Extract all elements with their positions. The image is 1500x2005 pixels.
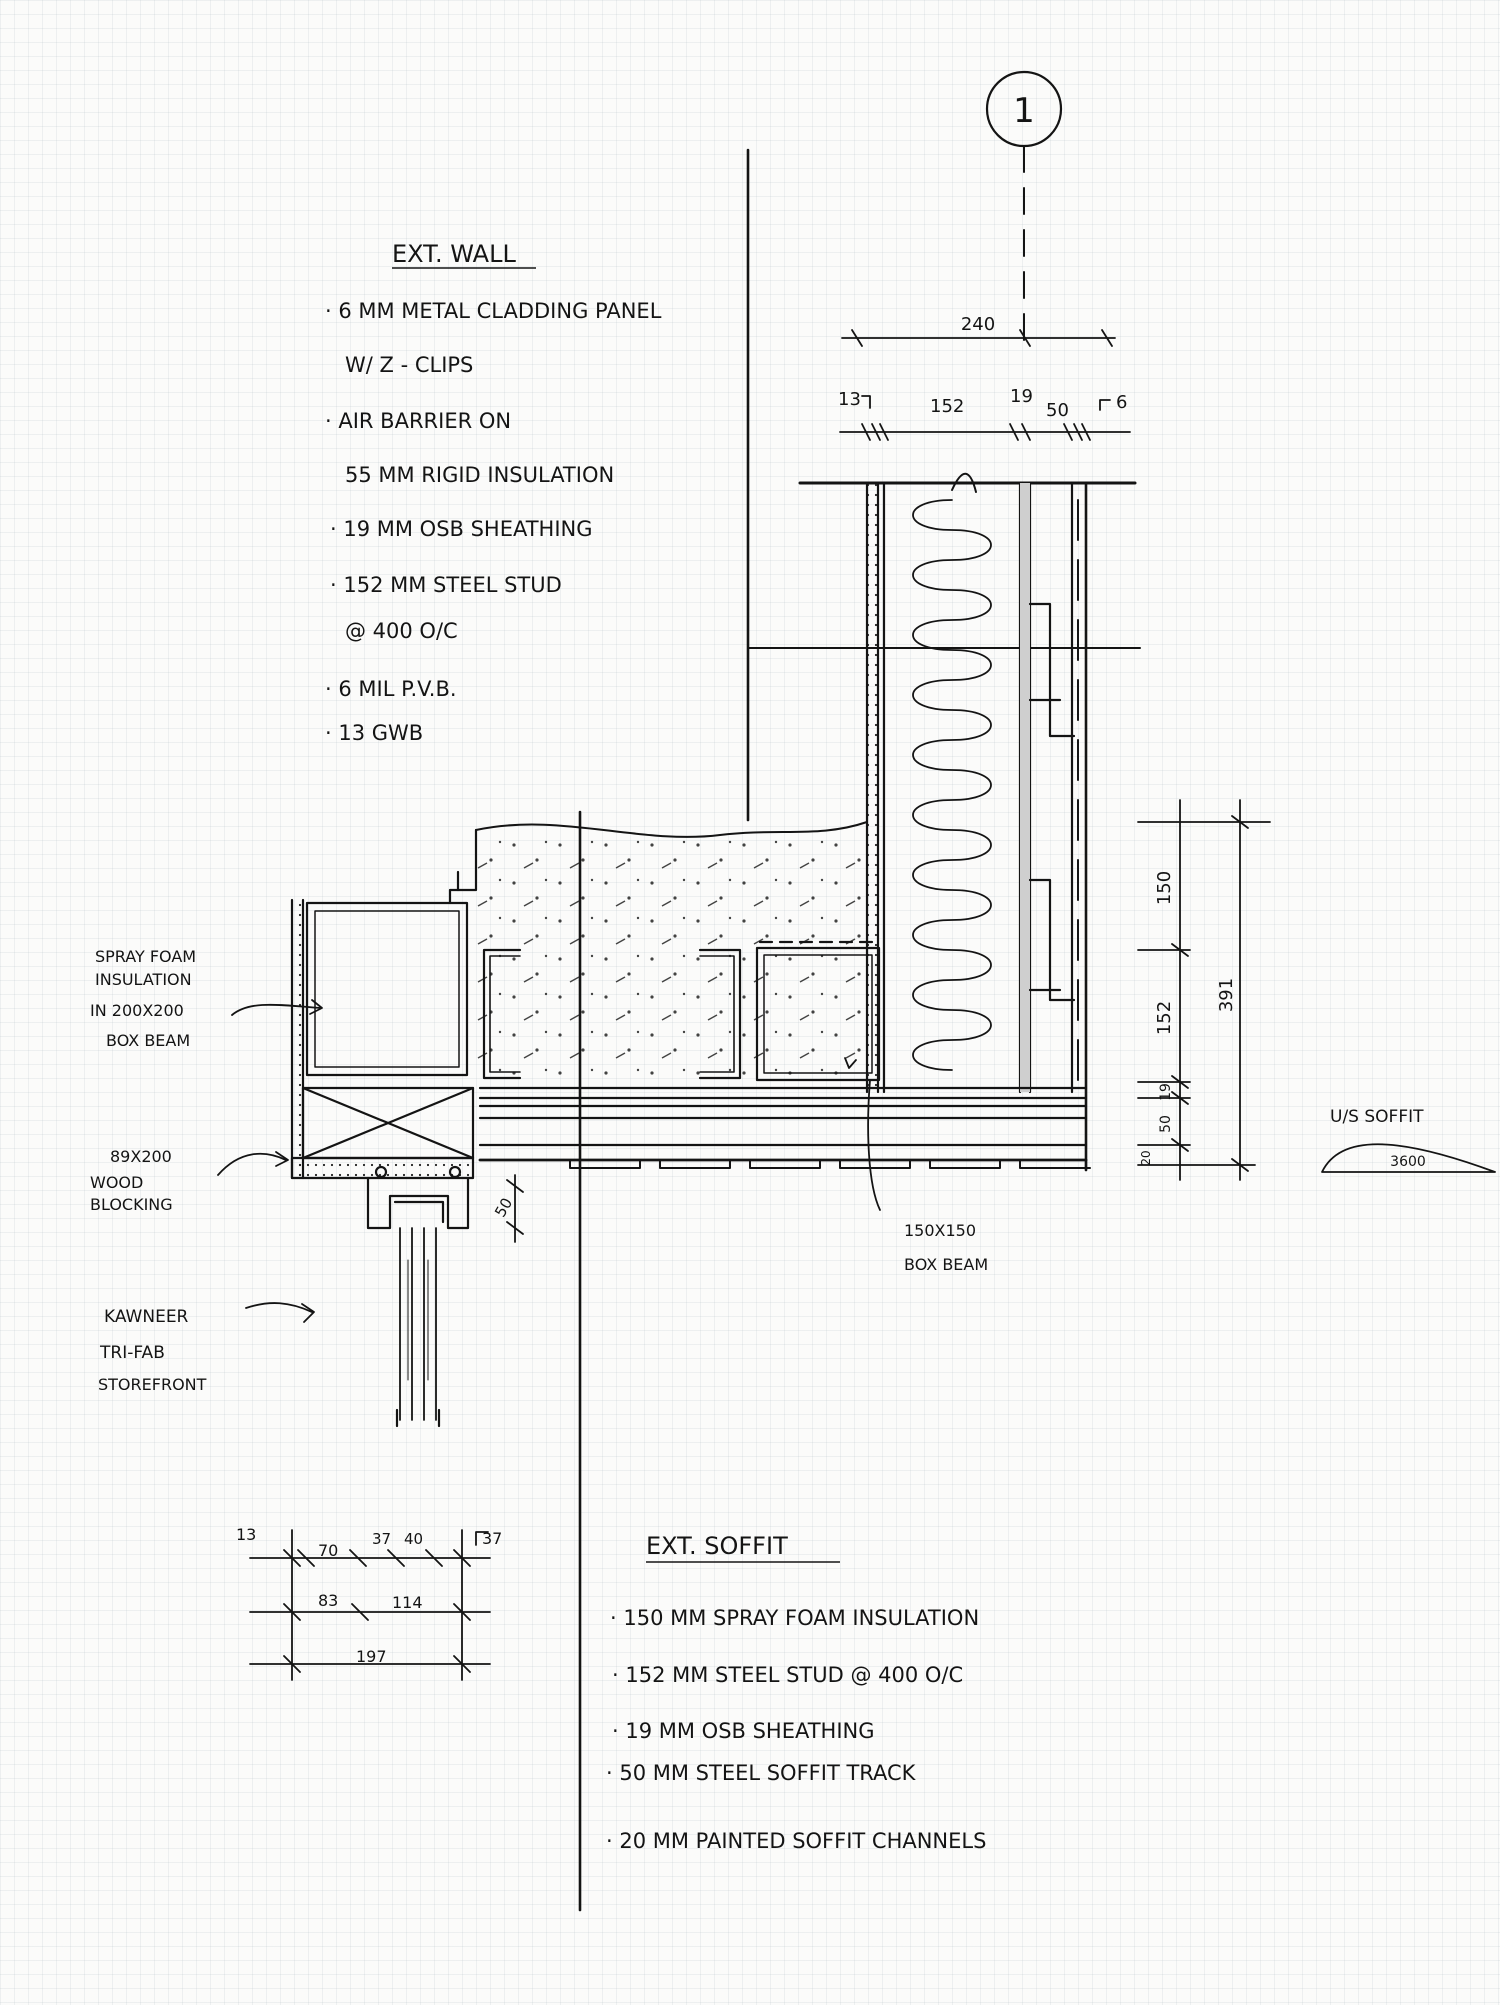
dim-wall-osb: 19 xyxy=(1010,386,1033,407)
ext-wall-note-4: 55 MM RIGID INSULATION xyxy=(345,463,614,487)
callout-box-beam-line-1: 150X150 xyxy=(904,1221,976,1240)
sf-dim-37a: 37 xyxy=(372,1530,391,1548)
ext-soffit-note-4: · 50 MM STEEL SOFFIT TRACK xyxy=(606,1761,917,1785)
sf-dim-37b: 37 xyxy=(482,1529,502,1548)
dim-v-overall: 391 xyxy=(1216,978,1237,1012)
sf-dim-197: 197 xyxy=(356,1647,387,1666)
soffit-tag-elevation: 3600 xyxy=(1390,1154,1426,1170)
callout-blocking-line-1: 89X200 xyxy=(110,1147,172,1166)
ext-soffit-note-1: · 150 MM SPRAY FOAM INSULATION xyxy=(610,1606,979,1630)
callout-storefront-line-2: TRI-FAB xyxy=(99,1343,165,1363)
dim-wall-insulation: 50 xyxy=(1046,400,1069,421)
ext-wall-note-7: @ 400 O/C xyxy=(345,619,458,643)
ext-wall-note-2: W/ Z - CLIPS xyxy=(345,353,473,377)
dim-wall-gwb: 13 xyxy=(838,389,861,410)
dim-wall-cladding: 6 xyxy=(1116,392,1127,413)
dim-frame-50: 50 xyxy=(491,1195,516,1221)
ext-wall-note-9: · 13 GWB xyxy=(325,721,423,745)
ext-wall-note-8: · 6 MIL P.V.B. xyxy=(325,677,457,701)
grid-line-label: 1 xyxy=(1013,91,1035,131)
ext-wall-note-1: · 6 MM METAL CLADDING PANEL xyxy=(325,299,662,323)
dim-v-spray-foam: 150 xyxy=(1154,871,1175,905)
sf-dim-83: 83 xyxy=(318,1591,338,1610)
storefront-dimensions: 13 70 37 40 37 83 114 197 xyxy=(236,1525,502,1666)
section-linework xyxy=(290,70,1141,1912)
sf-dim-114: 114 xyxy=(392,1593,423,1612)
leader-arrows xyxy=(217,999,881,1323)
callout-storefront-line-3: STOREFRONT xyxy=(98,1375,207,1394)
callout-storefront-line-1: KAWNEER xyxy=(104,1307,189,1327)
dim-wall-stud: 152 xyxy=(930,396,964,417)
callout-blocking-line-3: BLOCKING xyxy=(90,1195,173,1214)
callout-spray-foam: SPRAY FOAM INSULATION IN 200X200 BOX BEA… xyxy=(90,947,196,1050)
sf-dim-13: 13 xyxy=(236,1525,256,1544)
sf-dim-70: 70 xyxy=(318,1541,338,1560)
callout-blocking: 89X200 WOOD BLOCKING xyxy=(90,1147,173,1214)
dimension-lines xyxy=(249,329,1271,1681)
dim-v-osb: 19 xyxy=(1158,1083,1174,1101)
callout-spray-foam-line-3: IN 200X200 xyxy=(90,1001,184,1020)
callout-box-beam-line-2: BOX BEAM xyxy=(904,1255,988,1274)
ext-wall-title: EXT. WALL xyxy=(392,240,516,268)
ext-soffit-title: EXT. SOFFIT xyxy=(646,1532,788,1560)
ext-wall-note-5: · 19 MM OSB SHEATHING xyxy=(330,517,593,541)
ext-soffit-note-2: · 152 MM STEEL STUD @ 400 O/C xyxy=(612,1663,963,1687)
dim-v-stud: 152 xyxy=(1154,1001,1175,1035)
ext-soffit-note-3: · 19 MM OSB SHEATHING xyxy=(612,1719,875,1743)
callout-spray-foam-line-1: SPRAY FOAM xyxy=(95,947,196,966)
dim-wall-overall: 240 xyxy=(961,314,995,335)
ext-wall-note-6: · 152 MM STEEL STUD xyxy=(330,573,562,597)
ext-soffit-note-5: · 20 MM PAINTED SOFFIT CHANNELS xyxy=(606,1829,986,1853)
sf-dim-40: 40 xyxy=(404,1530,423,1548)
callout-storefront: KAWNEER TRI-FAB STOREFRONT xyxy=(98,1307,207,1394)
callout-box-beam: 150X150 BOX BEAM xyxy=(904,1221,988,1274)
ext-wall-note-3: · AIR BARRIER ON xyxy=(325,409,511,433)
dim-v-channels: 20 xyxy=(1139,1150,1153,1165)
callout-blocking-line-2: WOOD xyxy=(90,1173,143,1192)
callout-spray-foam-line-2: INSULATION xyxy=(95,970,192,989)
dim-v-track: 50 xyxy=(1158,1115,1174,1133)
callout-spray-foam-line-4: BOX BEAM xyxy=(106,1031,190,1050)
batt-insulation xyxy=(912,499,992,1071)
soffit-elevation-bubble xyxy=(1321,1143,1496,1173)
soffit-tag-label: U/S SOFFIT xyxy=(1330,1107,1424,1127)
